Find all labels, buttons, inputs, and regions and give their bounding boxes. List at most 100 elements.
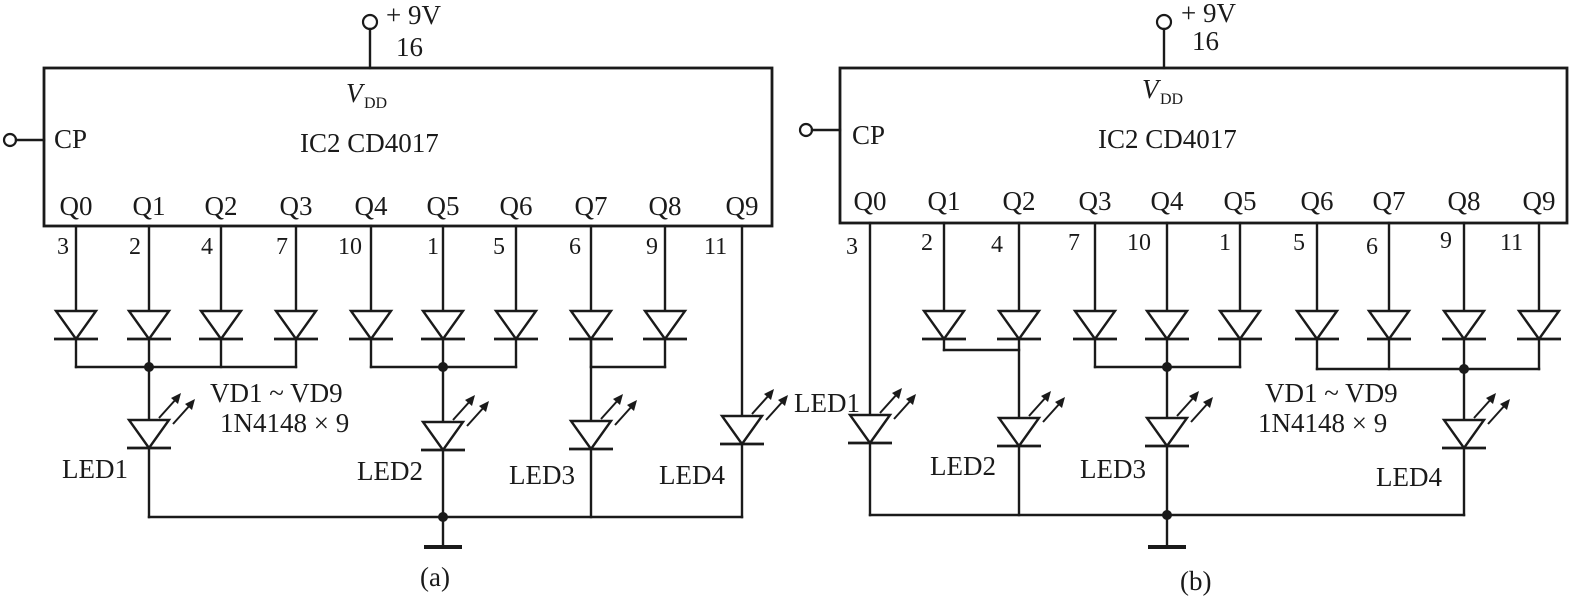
pin-number: 2 bbox=[129, 234, 141, 260]
led-label: LED1 bbox=[794, 388, 860, 418]
vdd-subscript: DD bbox=[1160, 91, 1183, 108]
pin-number: 4 bbox=[991, 232, 1003, 258]
led-4 bbox=[1440, 391, 1512, 450]
led-3 bbox=[567, 392, 639, 451]
caption: (b) bbox=[1180, 566, 1211, 596]
output-q0: Q0 bbox=[60, 191, 93, 221]
pin-number: 10 bbox=[1127, 230, 1151, 256]
output-q8: Q8 bbox=[1448, 186, 1481, 216]
circuit-b: + 9V 16 V DD IC2 CD4017 CP Q0 Q1 Q2 Q3 Q… bbox=[794, 0, 1569, 596]
led-label: LED4 bbox=[659, 460, 725, 490]
vdd-label: V bbox=[346, 78, 366, 108]
diode-vd bbox=[995, 309, 1043, 341]
pin-number: 4 bbox=[201, 234, 213, 260]
ic-label: IC2 CD4017 bbox=[1098, 124, 1237, 154]
output-q3: Q3 bbox=[1079, 186, 1112, 216]
diode-vd bbox=[1293, 309, 1341, 341]
diode-vd bbox=[1143, 309, 1191, 341]
diode-vd bbox=[347, 309, 395, 341]
output-q2: Q2 bbox=[205, 191, 238, 221]
vdd-label: V bbox=[1142, 74, 1162, 104]
supply-terminal bbox=[1155, 13, 1173, 31]
led-2 bbox=[419, 393, 491, 452]
caption: (a) bbox=[420, 562, 450, 592]
output-q5: Q5 bbox=[427, 191, 460, 221]
led-label: LED3 bbox=[509, 460, 575, 490]
diode-note-line1: VD1 ~ VD9 bbox=[1265, 378, 1398, 408]
diode-note-line1: VD1 ~ VD9 bbox=[210, 378, 343, 408]
pin-number: 3 bbox=[846, 234, 858, 260]
led-label: LED2 bbox=[930, 451, 996, 481]
pin-number: 11 bbox=[1500, 230, 1523, 256]
diode-vd bbox=[567, 309, 615, 341]
vdd-subscript: DD bbox=[364, 95, 387, 112]
output-q6: Q6 bbox=[1301, 186, 1334, 216]
output-q9: Q9 bbox=[726, 191, 759, 221]
output-q7: Q7 bbox=[1373, 186, 1406, 216]
led-1 bbox=[125, 391, 197, 450]
pin-number: 9 bbox=[646, 234, 658, 260]
pin-number: 1 bbox=[1219, 230, 1231, 256]
clock-label: CP bbox=[852, 120, 885, 150]
clock-label: CP bbox=[54, 124, 87, 154]
pin-number: 5 bbox=[1293, 230, 1305, 256]
pin-number: 10 bbox=[338, 234, 362, 260]
diode-vd bbox=[52, 309, 100, 341]
output-q6: Q6 bbox=[500, 191, 533, 221]
pin-number: 11 bbox=[704, 234, 727, 260]
output-q1: Q1 bbox=[928, 186, 961, 216]
output-q2: Q2 bbox=[1003, 186, 1036, 216]
diode-vd bbox=[492, 309, 540, 341]
pin-number: 7 bbox=[1068, 230, 1080, 256]
output-q4: Q4 bbox=[1151, 186, 1184, 216]
led-label: LED4 bbox=[1376, 462, 1442, 492]
supply-pin-label: 16 bbox=[1192, 26, 1219, 56]
diode-note-line2: 1N4148 × 9 bbox=[220, 408, 349, 438]
led-label: LED1 bbox=[62, 454, 128, 484]
supply-voltage-label: + 9V bbox=[386, 0, 441, 30]
diode-vd bbox=[272, 309, 320, 341]
led-4 bbox=[718, 387, 790, 446]
clock-terminal bbox=[2, 132, 18, 148]
led-label: LED3 bbox=[1080, 454, 1146, 484]
pin-number: 3 bbox=[57, 234, 69, 260]
diode-vd bbox=[1365, 309, 1413, 341]
led-2 bbox=[995, 389, 1067, 448]
pin-number: 6 bbox=[1366, 234, 1378, 260]
diode-note-line2: 1N4148 × 9 bbox=[1258, 408, 1387, 438]
led-label: LED2 bbox=[357, 456, 423, 486]
pin-number: 5 bbox=[493, 234, 505, 260]
output-q8: Q8 bbox=[649, 191, 682, 221]
ic-body bbox=[838, 66, 1569, 225]
ic-label: IC2 CD4017 bbox=[300, 128, 439, 158]
led-3 bbox=[1143, 389, 1215, 448]
output-q7: Q7 bbox=[575, 191, 608, 221]
output-q4: Q4 bbox=[355, 191, 388, 221]
pin-number: 1 bbox=[427, 234, 439, 260]
circuit-a: + 9V 16 V DD IC2 CD4017 CP Q0 Q1 Q2 Q3 Q… bbox=[2, 0, 790, 592]
pin-number: 9 bbox=[1440, 228, 1452, 254]
diode-vd bbox=[1515, 309, 1563, 341]
diode-vd bbox=[197, 309, 245, 341]
clock-terminal bbox=[798, 122, 814, 138]
output-q1: Q1 bbox=[133, 191, 166, 221]
diode-vd bbox=[920, 309, 968, 341]
supply-pin-label: 16 bbox=[396, 32, 423, 62]
diode-vd bbox=[419, 309, 467, 341]
output-q5: Q5 bbox=[1224, 186, 1257, 216]
diode-vd bbox=[125, 309, 173, 341]
output-q3: Q3 bbox=[280, 191, 313, 221]
diode-vd bbox=[641, 309, 689, 341]
supply-voltage-label: + 9V bbox=[1181, 0, 1236, 28]
pin-number: 2 bbox=[921, 230, 933, 256]
diode-vd bbox=[1216, 309, 1264, 341]
supply-terminal bbox=[361, 13, 379, 31]
output-q0: Q0 bbox=[854, 186, 887, 216]
diode-vd bbox=[1071, 309, 1119, 341]
ic-body bbox=[42, 66, 774, 228]
output-q9: Q9 bbox=[1523, 186, 1556, 216]
pin-number: 7 bbox=[276, 234, 288, 260]
diode-vd bbox=[1440, 309, 1488, 341]
pin-number: 6 bbox=[569, 234, 581, 260]
